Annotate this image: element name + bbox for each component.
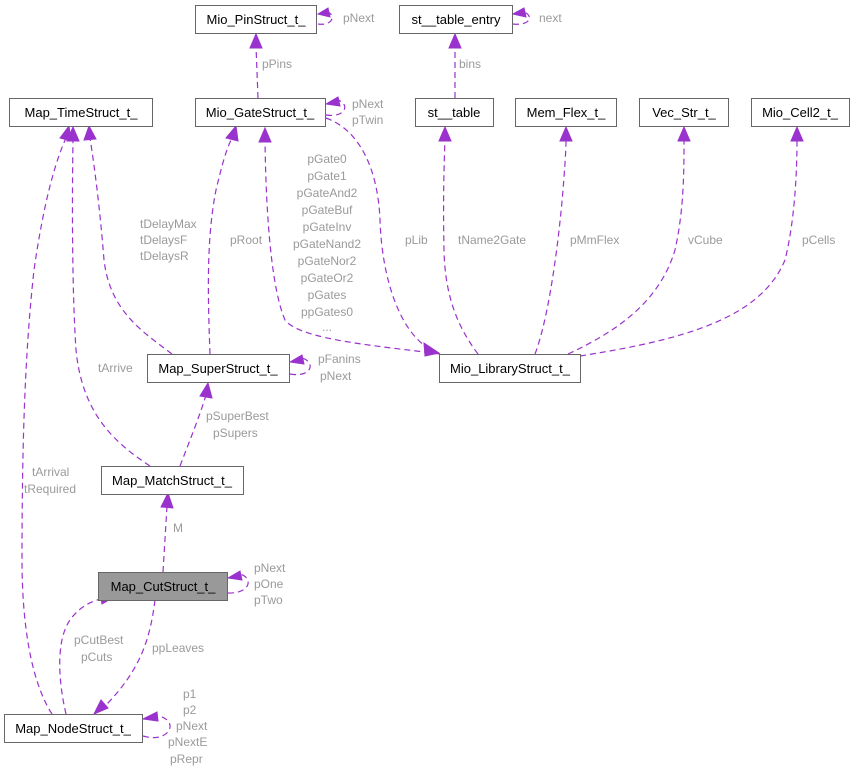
node-label: Map_CutStruct_t_ (111, 579, 217, 594)
node-label: Map_SuperStruct_t_ (158, 361, 278, 376)
edge-label: pNext (343, 11, 375, 25)
edge-label: M (173, 521, 183, 535)
node-st-table-entry[interactable]: st__table_entry (399, 5, 513, 34)
node-label: Mio_LibraryStruct_t_ (450, 361, 571, 376)
edge-label: pPins (262, 57, 292, 71)
edge-super-time: tDelayMax tDelaysF tDelaysR (83, 124, 197, 355)
edge-label: tArrival (32, 465, 69, 479)
edge-cut-self: pNext pOne pTwo (226, 561, 286, 607)
node-label: st__table_entry (412, 12, 501, 27)
node-mio-library[interactable]: Mio_LibraryStruct_t_ (439, 354, 581, 383)
node-mem-flex[interactable]: Mem_Flex_t_ (515, 98, 617, 127)
node-map-node[interactable]: Map_NodeStruct_t_ (4, 714, 143, 743)
node-map-super[interactable]: Map_SuperStruct_t_ (147, 354, 290, 383)
edge-label: pFanins (318, 352, 361, 366)
node-map-time[interactable]: Map_TimeStruct_t_ (9, 98, 153, 127)
edge-label: pSupers (213, 426, 258, 440)
edge-label: tName2Gate (458, 233, 526, 247)
edge-match-time: tArrive (66, 125, 151, 467)
edge-label: pRepr (170, 752, 203, 766)
edge-entry-self: next (511, 7, 562, 25)
edge-label: pGates (308, 288, 347, 302)
edge-super-self: pFanins pNext (288, 352, 361, 383)
edge-label: tDelaysR (140, 249, 189, 263)
edge-table-bins: bins (448, 32, 481, 98)
node-mio-cell2[interactable]: Mio_Cell2_t_ (751, 98, 850, 127)
node-label: Mio_Cell2_t_ (762, 105, 839, 120)
edge-gate-pins: pPins (249, 32, 292, 99)
edge-label: pGate1 (307, 169, 347, 183)
node-st-table[interactable]: st__table (415, 98, 494, 127)
edge-label: tDelaysF (140, 233, 187, 247)
edge-lib-cells: pCells (579, 125, 835, 357)
edge-label: pCells (802, 233, 835, 247)
edge-label: pRoot (230, 233, 263, 247)
node-label: Mio_PinStruct_t_ (207, 12, 307, 27)
edge-label: pSuperBest (206, 409, 269, 423)
node-vec-str[interactable]: Vec_Str_t_ (639, 98, 729, 127)
edge-cut-match: M (160, 491, 183, 573)
edge-label: pNextE (168, 735, 207, 749)
edge-label: pNext (176, 719, 208, 733)
node-mio-gate[interactable]: Mio_GateStruct_t_ (195, 98, 326, 127)
edge-label: ppGates0 (301, 305, 353, 319)
edge-label: bins (459, 57, 481, 71)
edge-label: next (539, 11, 562, 25)
node-label: Mem_Flex_t_ (527, 105, 607, 120)
node-label: Mio_GateStruct_t_ (206, 105, 315, 120)
edge-lib-table: tName2Gate (438, 125, 526, 355)
edge-label: pOne (254, 577, 284, 591)
edge-gate-self: pNext pTwin (324, 96, 384, 127)
node-label: Map_TimeStruct_t_ (25, 105, 139, 120)
node-label: st__table (428, 105, 481, 120)
edge-label: tRequired (24, 482, 76, 496)
edge-label: pGateInv (303, 220, 352, 234)
node-mio-pin[interactable]: Mio_PinStruct_t_ (195, 5, 317, 34)
node-label: Map_NodeStruct_t_ (15, 721, 131, 736)
edge-label: pNext (352, 97, 384, 111)
edge-match-super: pSuperBest pSupers (179, 381, 269, 467)
edge-label: pTwo (254, 593, 283, 607)
edge-label: p2 (183, 703, 197, 717)
edge-label: pGateNor2 (298, 254, 357, 268)
edge-label: pGateBuf (302, 203, 353, 217)
edge-label: tArrive (98, 361, 133, 375)
edge-label: pGate0 (307, 152, 347, 166)
edge-label: pMmFlex (570, 233, 619, 247)
edge-label: pGateOr2 (301, 271, 354, 285)
edge-node-self: p1 p2 pNext pNextE pRepr (141, 687, 208, 766)
edge-label: pNext (320, 369, 352, 383)
node-label: Vec_Str_t_ (652, 105, 716, 120)
edge-label: tDelayMax (140, 217, 197, 231)
edge-label: vCube (688, 233, 723, 247)
edge-label: pNext (254, 561, 286, 575)
edge-super-root: pRoot (207, 124, 263, 355)
edge-label: pGateAnd2 (297, 186, 358, 200)
edge-label: pGateNand2 (293, 237, 361, 251)
node-map-match[interactable]: Map_MatchStruct_t_ (101, 466, 244, 495)
node-label: Map_MatchStruct_t_ (112, 473, 233, 488)
edge-label: ppLeaves (152, 641, 204, 655)
edge-pin-self: pNext (316, 7, 375, 25)
edge-cut-leaves: ppLeaves (92, 599, 204, 715)
edge-label: pCutBest (74, 633, 124, 647)
edge-label: p1 (183, 687, 197, 701)
edge-lib-gates: pGate0 pGate1 pGateAnd2 pGateBuf pGateIn… (258, 126, 441, 355)
edge-label: ... (322, 320, 332, 334)
edge-lib-vec: vCube (567, 125, 723, 355)
edge-label: pLib (405, 233, 428, 247)
node-map-cut[interactable]: Map_CutStruct_t_ (98, 572, 228, 601)
edge-lib-flex: pMmFlex (534, 125, 619, 355)
edge-label: pCuts (81, 650, 112, 664)
edge-label: pTwin (352, 113, 383, 127)
edge-node-cut: pCutBest pCuts (59, 592, 124, 715)
edge-gate-lib: pLib (325, 117, 441, 357)
edge-node-time: tArrival tRequired (21, 124, 76, 715)
